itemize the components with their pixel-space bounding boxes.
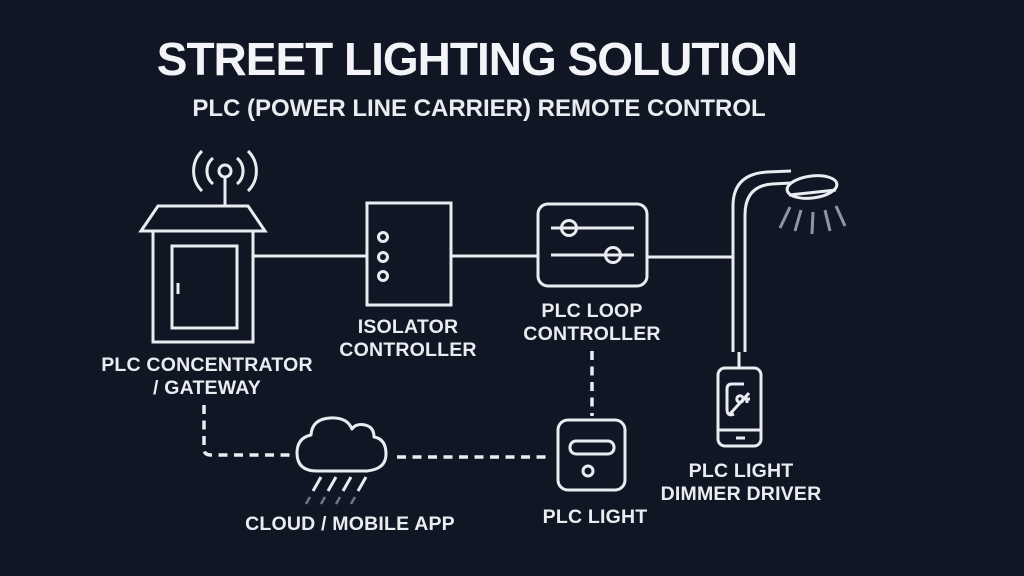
- connector-concentrator-cloud-dashed: [204, 405, 290, 455]
- dimmer-driver-label: PLC LIGHT DIMMER DRIVER: [660, 460, 822, 505]
- cloud-rain-icon: [297, 418, 386, 504]
- plc-light-unit-icon: [558, 420, 625, 490]
- antenna-icon: [194, 151, 257, 206]
- rain-drops: [306, 497, 355, 504]
- dimmer-driver-phone-icon: [718, 368, 761, 446]
- isolator-box-icon: [367, 203, 451, 305]
- isolator-label: ISOLATOR CONTROLLER: [339, 316, 477, 361]
- loop-controller-label: PLC LOOP CONTROLLER: [523, 300, 661, 345]
- rain-icon: [313, 477, 366, 491]
- page-title: STREET LIGHTING SOLUTION: [156, 33, 798, 85]
- cabinet-door: [172, 246, 237, 328]
- concentrator-label: PLC CONCENTRATOR / GATEWAY: [101, 354, 313, 399]
- cloud-label: CLOUD / MOBILE APP: [245, 513, 455, 535]
- page-subtitle: PLC (POWER LINE CARRIER) REMOTE CONTROL: [192, 95, 766, 122]
- cabinet-antenna-icon: [141, 151, 265, 342]
- plc-light-label: PLC LIGHT: [542, 506, 648, 528]
- cabinet-roof: [141, 206, 265, 231]
- cabinet-body: [153, 231, 253, 342]
- street-lamp-icon: [733, 171, 845, 367]
- cloud-icon: [297, 418, 386, 471]
- lamp-head: [786, 173, 838, 201]
- light-rays-icon: [780, 206, 845, 234]
- sliders-icon: [538, 204, 647, 286]
